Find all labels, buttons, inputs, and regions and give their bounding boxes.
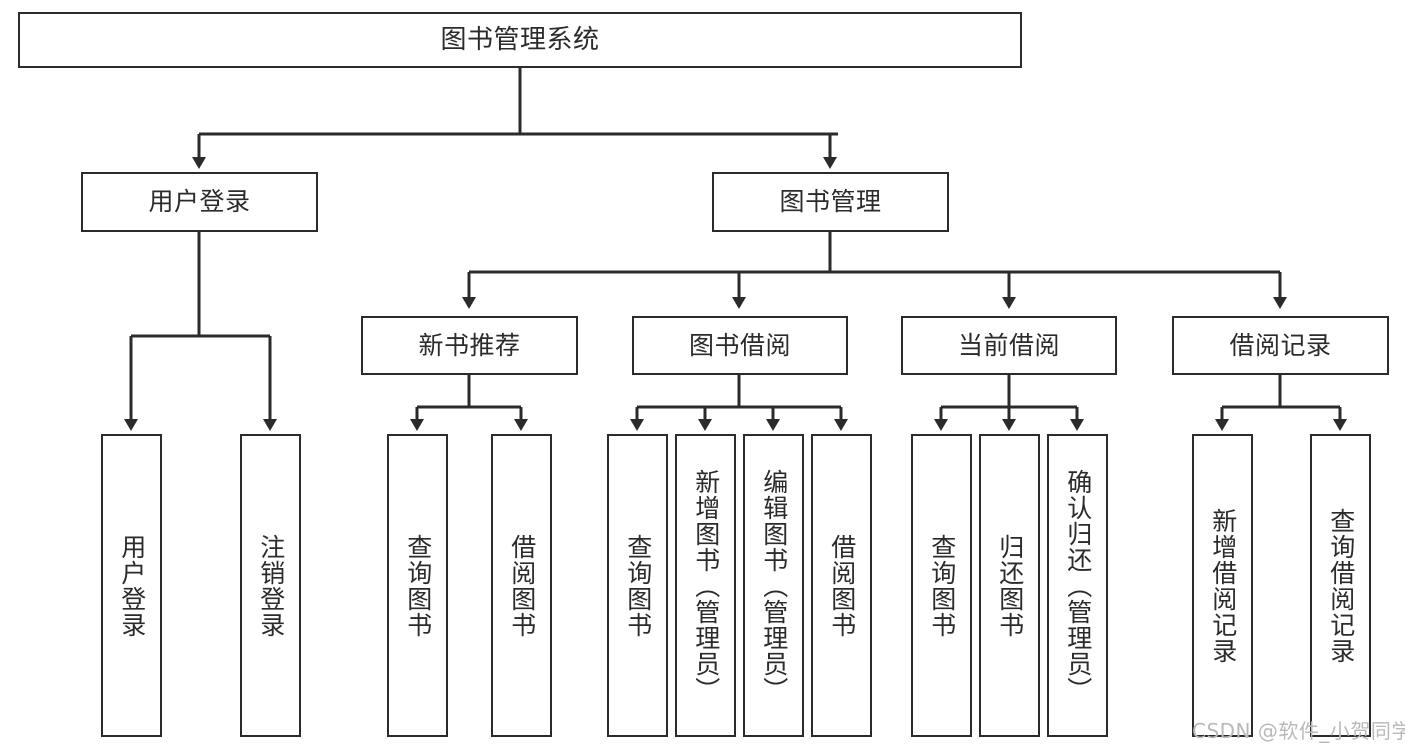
leaf-current-return-book[interactable]: 归还图书 (979, 434, 1040, 737)
leaf-label: 借阅图书 (507, 533, 537, 638)
leaf-label: 新增借阅记录 (1208, 507, 1238, 664)
watermark-text: CSDN @软件_小贺同学 (1192, 719, 1405, 743)
node-book-borrow[interactable]: 图书借阅 (632, 316, 848, 375)
leaf-record-add[interactable]: 新增借阅记录 (1192, 434, 1253, 737)
leaf-label: 注销登录 (256, 533, 286, 638)
leaf-new-book-query[interactable]: 查询图书 (387, 434, 448, 737)
leaf-record-query[interactable]: 查询借阅记录 (1310, 434, 1371, 737)
node-label: 新书推荐 (418, 330, 521, 360)
leaf-user-login[interactable]: 用户登录 (101, 434, 162, 737)
leaf-label: 查询图书 (623, 533, 653, 638)
node-book-management[interactable]: 图书管理 (712, 172, 949, 232)
node-label: 图书借阅 (688, 330, 791, 360)
leaf-borrow-query-book[interactable]: 查询图书 (607, 434, 668, 737)
leaf-label: 用户登录 (117, 533, 147, 638)
leaf-borrow-add-book[interactable]: 新增图书（管理员） (675, 434, 736, 737)
node-root-system[interactable]: 图书管理系统 (18, 12, 1022, 68)
leaf-label: 新增图书（管理员） (691, 468, 721, 703)
leaf-logout[interactable]: 注销登录 (240, 434, 301, 737)
leaf-borrow-edit-book[interactable]: 编辑图书（管理员） (743, 434, 804, 737)
leaf-label: 归还图书 (995, 533, 1025, 638)
node-label: 用户登录 (148, 187, 251, 217)
leaf-label: 编辑图书（管理员） (759, 468, 789, 703)
leaf-label: 查询图书 (927, 533, 957, 638)
node-label: 图书管理系统 (440, 24, 600, 55)
node-label: 当前借阅 (957, 330, 1060, 360)
node-borrow-record[interactable]: 借阅记录 (1172, 316, 1389, 375)
leaf-label: 查询图书 (403, 533, 433, 638)
node-label: 借阅记录 (1229, 330, 1332, 360)
leaf-current-confirm-return[interactable]: 确认归还（管理员） (1047, 434, 1108, 737)
leaf-borrow-borrow-book[interactable]: 借阅图书 (811, 434, 872, 737)
leaf-label: 查询借阅记录 (1326, 507, 1356, 664)
leaf-label: 借阅图书 (827, 533, 857, 638)
node-label: 图书管理 (779, 187, 882, 217)
node-current-borrow[interactable]: 当前借阅 (901, 316, 1117, 375)
leaf-label: 确认归还（管理员） (1063, 468, 1093, 703)
leaf-current-query-book[interactable]: 查询图书 (911, 434, 972, 737)
node-user-login[interactable]: 用户登录 (81, 172, 318, 232)
node-new-book-recommend[interactable]: 新书推荐 (361, 316, 578, 375)
leaf-new-book-borrow[interactable]: 借阅图书 (491, 434, 552, 737)
